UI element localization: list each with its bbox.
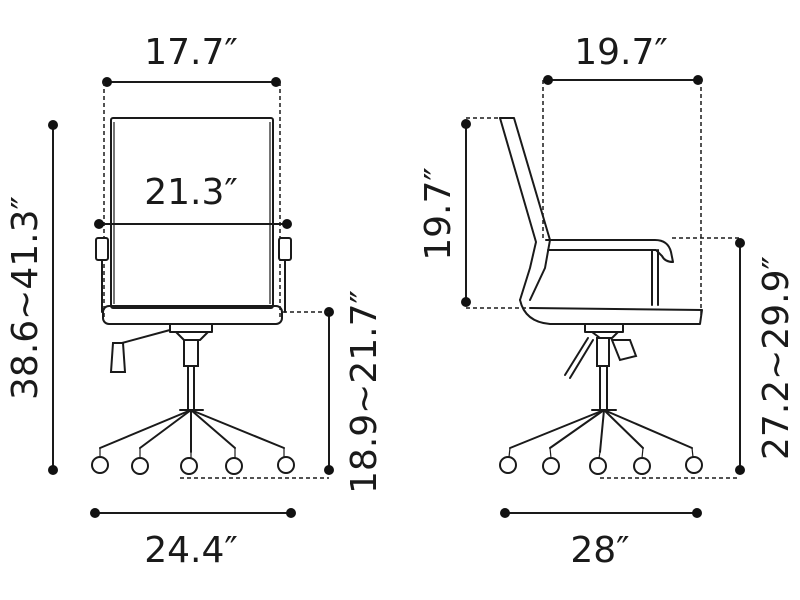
- side-base-depth-label: 28″: [570, 530, 629, 571]
- front-seat-height-dimension: 18.9~21.7″: [180, 290, 385, 494]
- side-top-depth-dimension: 19.7″: [542, 32, 703, 318]
- side-arm-height-dimension: 27.2~29.9″: [600, 237, 797, 479]
- side-chair-drawing: [499, 117, 703, 475]
- front-base-width-dimension: 24.4″: [90, 508, 296, 571]
- front-view: 17.7″: [5, 32, 385, 571]
- front-chair-drawing: [91, 117, 295, 475]
- front-total-height-label: 38.6~41.3″: [5, 196, 46, 400]
- side-back-height-label: 19.7″: [418, 167, 459, 261]
- front-arm-width-dimension: 21.3″: [94, 172, 292, 229]
- side-back-height-dimension: 19.7″: [418, 117, 528, 309]
- front-seat-height-label: 18.9~21.7″: [344, 290, 385, 494]
- side-top-depth-label: 19.7″: [574, 32, 668, 73]
- side-view: 19.7″: [418, 32, 797, 571]
- side-base-depth-dimension: 28″: [500, 508, 702, 571]
- front-total-height-dimension: 38.6~41.3″: [5, 120, 58, 475]
- front-arm-width-label: 21.3″: [144, 172, 238, 213]
- front-top-width-label: 17.7″: [144, 32, 238, 73]
- side-arm-height-label: 27.2~29.9″: [756, 256, 797, 460]
- front-top-width-dimension: 17.7″: [102, 32, 281, 318]
- front-base-width-label: 24.4″: [144, 530, 238, 571]
